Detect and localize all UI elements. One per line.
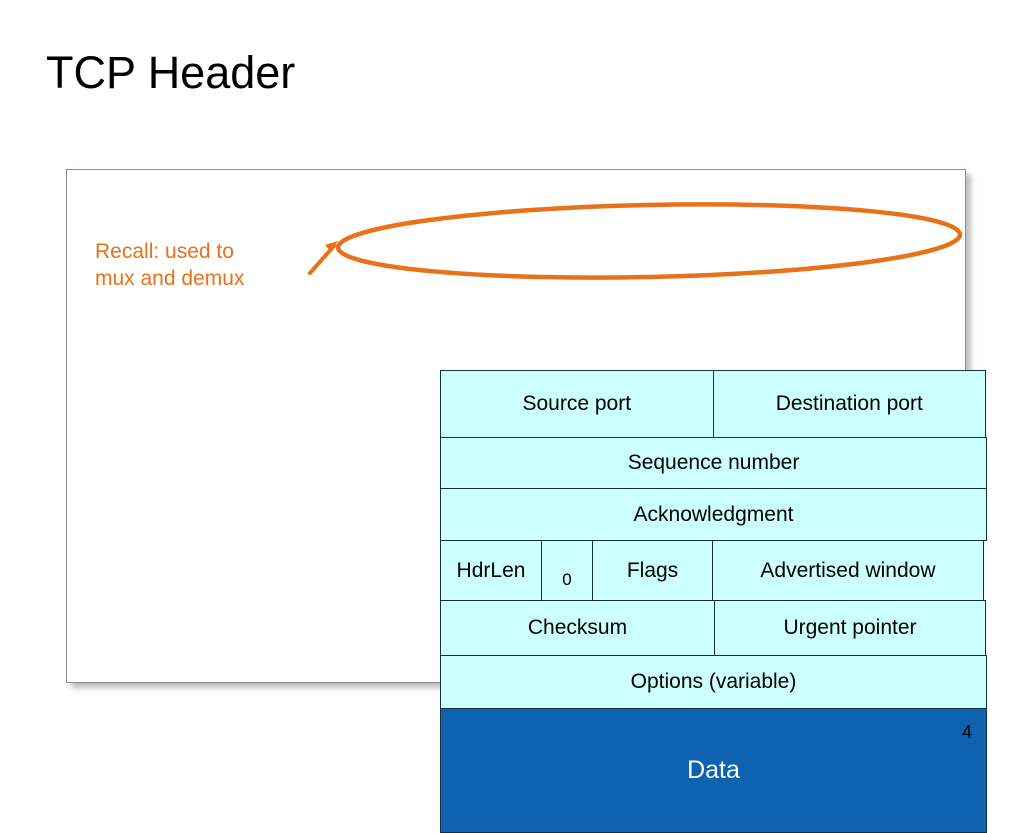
tcp-header-diagram: Source port Destination port Sequence nu… — [440, 370, 987, 833]
field-data: Data — [440, 708, 987, 833]
page-title: TCP Header — [46, 47, 296, 98]
table-row: Data — [440, 708, 987, 833]
field-acknowledgment: Acknowledgment — [440, 488, 987, 541]
annotation-line-1: Recall: used to — [95, 240, 234, 263]
field-sequence-number: Sequence number — [440, 437, 987, 489]
table-row: Sequence number — [440, 437, 987, 489]
table-row: Checksum Urgent pointer — [440, 600, 987, 656]
field-urgent-pointer: Urgent pointer — [713, 600, 986, 656]
page-number: 4 — [961, 722, 972, 742]
field-hdrlen: HdrLen — [440, 540, 542, 601]
table-row: HdrLen 0 Flags Advertised window — [440, 540, 987, 601]
field-reserved-zero: 0 — [541, 540, 594, 601]
field-options: Options (variable) — [440, 655, 987, 709]
field-checksum: Checksum — [440, 600, 715, 656]
field-advertised-window: Advertised window — [712, 540, 984, 601]
annotation-line-2: mux and demux — [95, 267, 245, 290]
field-flags: Flags — [592, 540, 713, 601]
table-row: Acknowledgment — [440, 488, 987, 541]
field-source-port: Source port — [440, 370, 714, 438]
table-row: Options (variable) — [440, 655, 987, 709]
table-row: Source port Destination port — [440, 370, 987, 438]
annotation-callout: Recall: used to mux and demux — [95, 238, 325, 292]
field-destination-port: Destination port — [712, 370, 986, 438]
